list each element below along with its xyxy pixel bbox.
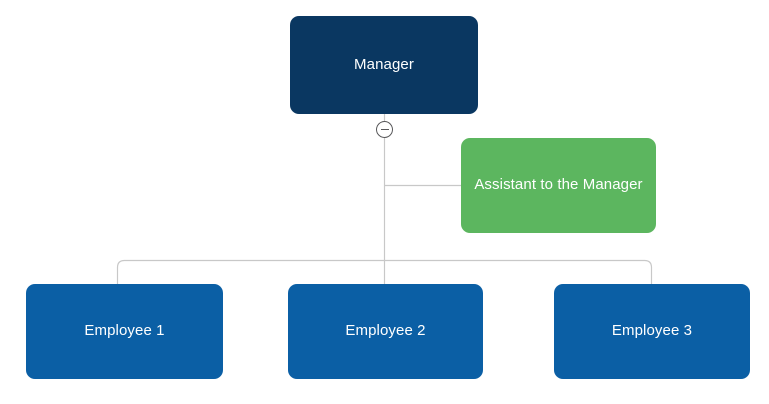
node-employee-1-label: Employee 1	[84, 322, 165, 340]
node-employee-2-label: Employee 2	[345, 322, 426, 340]
node-manager-label: Manager	[354, 55, 414, 73]
node-assistant[interactable]: Assistant to the Manager	[461, 138, 656, 233]
node-assistant-label: Assistant to the Manager	[474, 176, 643, 194]
node-employee-3[interactable]: Employee 3	[554, 284, 750, 379]
connector-employee-1-elbow	[116, 259, 125, 284]
minus-circle-icon[interactable]	[376, 121, 393, 138]
minus-bar	[380, 129, 389, 130]
node-employee-3-label: Employee 3	[611, 322, 693, 340]
node-employee-1[interactable]: Employee 1	[26, 284, 223, 379]
node-employee-2[interactable]: Employee 2	[288, 284, 483, 379]
node-manager[interactable]: Manager	[290, 16, 478, 114]
connector-employee-3-elbow	[644, 259, 653, 284]
